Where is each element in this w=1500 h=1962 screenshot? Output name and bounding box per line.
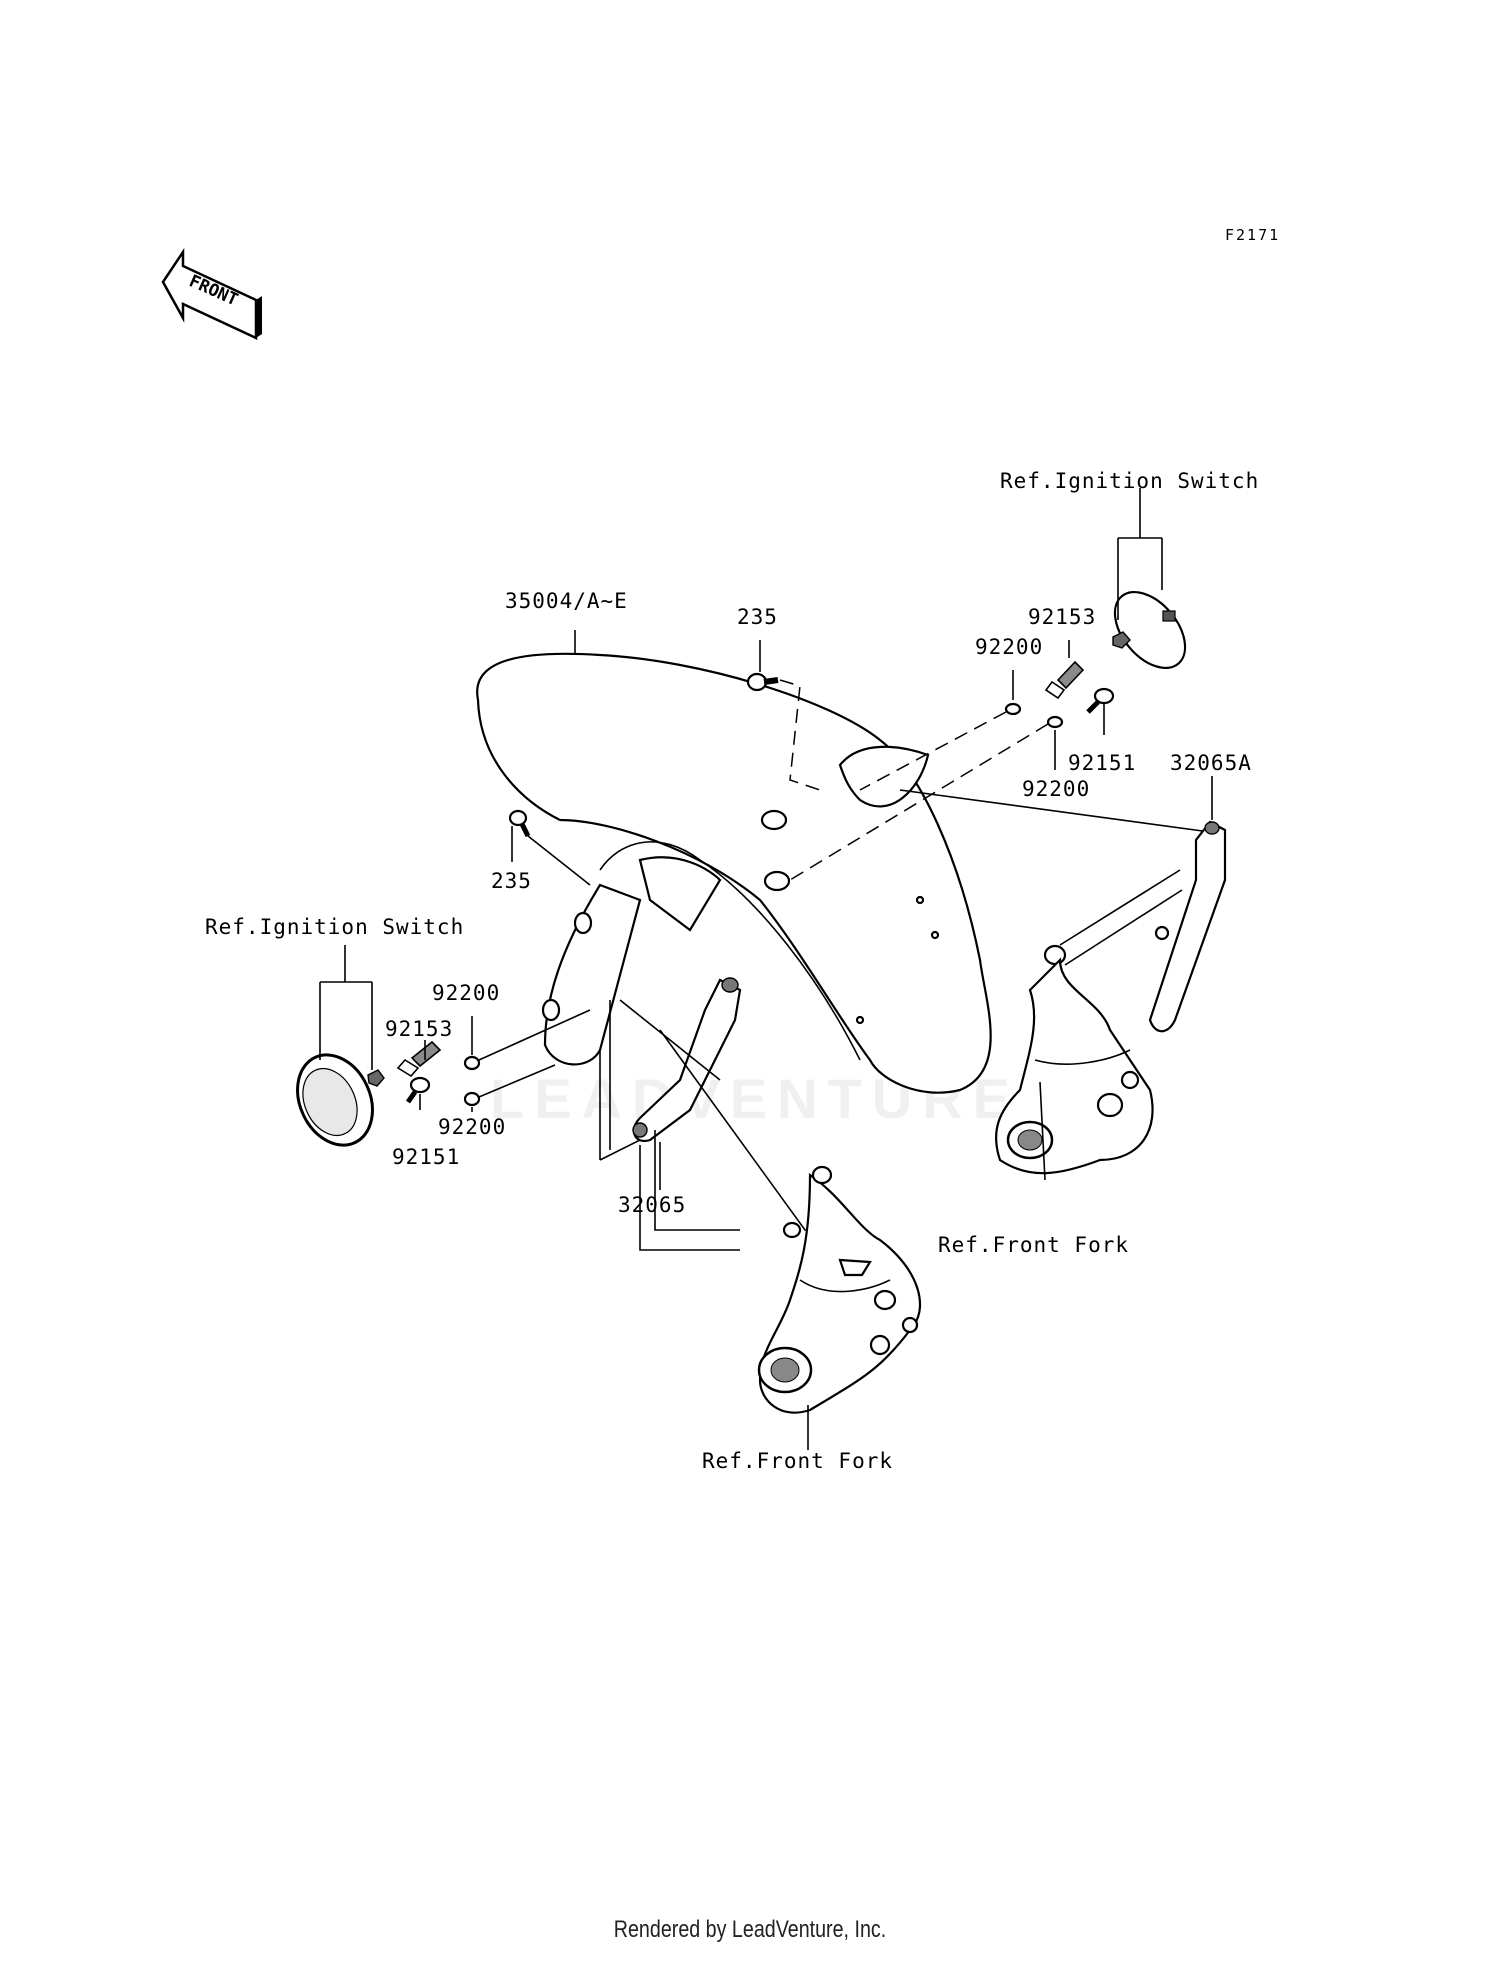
bolt-235-top <box>746 672 779 692</box>
label-235-left: 235 <box>491 869 532 893</box>
figure-code: F2171 <box>1225 226 1280 244</box>
leader-bracket-left-a <box>599 999 721 1161</box>
bracket-32065 <box>632 977 742 1143</box>
reflector-right <box>1112 590 1187 670</box>
spacer-92153-left <box>396 1040 442 1078</box>
label-ref-fork-right: Ref.Front Fork <box>938 1233 1129 1257</box>
leader-bracket-left-b <box>639 1029 810 1251</box>
fender-mount-tab-left <box>541 856 722 1066</box>
leader-bracket-right <box>899 789 1211 833</box>
leader-dash-washer-right-b <box>789 723 1049 881</box>
washer-92200-right-a <box>1004 702 1022 716</box>
bolt-235-left <box>508 809 531 838</box>
leader-ref-ignition-right <box>1117 488 1163 620</box>
screw-92151-left <box>405 1076 431 1104</box>
label-32065: 32065 <box>618 1193 686 1217</box>
label-92200-left-b: 92200 <box>438 1115 506 1139</box>
label-235-top: 235 <box>737 605 778 629</box>
leader-left-bolt <box>527 835 591 886</box>
label-ref-ignition-left: Ref.Ignition Switch <box>205 915 464 939</box>
washer-92200-left-a <box>463 1055 481 1071</box>
label-92200-right-b: 92200 <box>1022 777 1090 801</box>
footer-credit: Rendered by LeadVenture, Inc. <box>613 1916 887 1943</box>
front-fork-left <box>757 1165 922 1450</box>
label-92153-left: 92153 <box>385 1017 453 1041</box>
label-ref-ignition-right: Ref.Ignition Switch <box>1000 469 1259 493</box>
label-92151-left: 92151 <box>392 1145 460 1169</box>
label-92153-right: 92153 <box>1028 605 1096 629</box>
washer-92200-left-b <box>463 1091 481 1107</box>
leader-dash-top-bolt <box>779 679 821 791</box>
label-92200-left-a: 92200 <box>432 981 500 1005</box>
leader-dash-washer-right-a <box>859 711 1007 791</box>
spacer-92153-right <box>1044 660 1085 700</box>
label-92151-right: 92151 <box>1068 751 1136 775</box>
leader-left-washers <box>478 1009 591 1098</box>
reflector-left <box>296 1053 385 1147</box>
washer-92200-right-b <box>1046 715 1064 729</box>
front-arrow-icon: FRONT <box>161 247 262 340</box>
screw-92151-right <box>1086 687 1115 714</box>
label-35004: 35004/A~E <box>505 589 628 613</box>
label-92200-right-a: 92200 <box>975 635 1043 659</box>
label-32065a: 32065A <box>1170 751 1252 775</box>
label-ref-fork-left: Ref.Front Fork <box>702 1449 893 1473</box>
front-fork-right <box>995 957 1154 1181</box>
leader-ref-ignition-left <box>319 945 373 1070</box>
bracket-32065a <box>1043 820 1227 1033</box>
